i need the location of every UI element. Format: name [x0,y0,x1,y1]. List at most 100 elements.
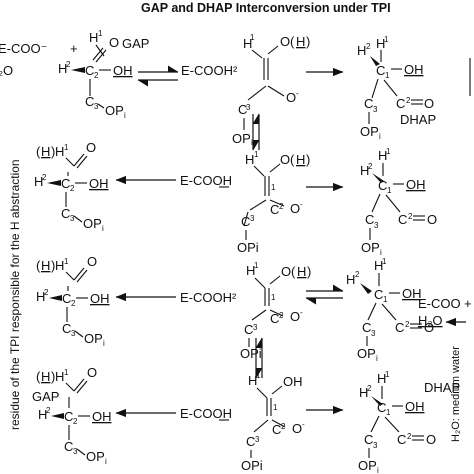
sub-2: 2 [368,162,373,171]
sub-1: 1 [254,261,259,270]
sub-2: 2 [405,320,410,329]
atom-o: O [109,35,119,50]
atom-h: H [245,152,254,167]
sub-2: 2 [94,71,99,80]
atom-opi: OP [361,240,380,255]
atom-oh: OH [90,291,110,306]
atom-h: H [55,369,64,384]
atom-oh: O [280,152,290,167]
atom-c: C [85,63,94,78]
sub-i: i [379,132,381,141]
sub-1: 1 [386,408,391,417]
sub-1: 1 [64,368,69,377]
sub-2: 2 [408,212,413,221]
sub-3: 3 [373,441,378,450]
sub-2: 2 [279,202,284,211]
sub-3: 3 [371,329,376,338]
water-fragment: ₂O [0,63,13,78]
sub-2: 2 [367,384,372,393]
row3-enediol: H 1 O ( H ) 1 C 2 O - C 3 OPi [240,261,311,361]
sub-1: 1 [383,295,388,304]
atom-opi: OPi [237,240,259,255]
sub-2: 2 [44,288,49,297]
atom-c: C [362,320,371,335]
atom-h: H [243,36,252,51]
atom-c: C [62,291,71,306]
atom-h: H [378,148,387,163]
atom-o: O [86,140,96,155]
plus-sign: + [464,296,472,311]
atom-oh: OH [92,409,112,424]
atom-c: C [272,422,281,437]
atom-c: C [270,311,279,326]
atom-h-underlined: H [297,264,306,279]
atom-o: O [424,96,434,111]
row2-enediol: H 1 O ( H ) 1 C 2 O - C 3 OPi [237,150,310,255]
sub-1: 1 [384,35,389,44]
row3-gap: ( H ) H 1 O H 2 C 2 OH C 3 OP i [36,254,110,348]
atom-c: C [365,212,374,227]
sub-2: 2 [66,60,71,69]
atom-o-minus: O [290,201,300,216]
atom-c: C [376,63,385,78]
atom-o: O [87,365,97,380]
row3-dhap: H 2 H 1 C 1 OH C 3 C 2 O OP i [346,257,434,363]
row1-enediol: E-COOH² H 1 O ( H ) O - C 3 OP i [181,33,310,147]
atom-h: H [89,30,98,45]
sub-1: 1 [386,147,391,156]
sub-minus: - [300,200,303,209]
bracket-close: ) [307,264,311,279]
atom-c: C [395,320,404,335]
atom-h: H [55,144,64,159]
sub-3: 3 [73,447,78,456]
sub-2: 2 [406,96,411,105]
sub-1: 1 [256,371,261,380]
atom-o-minus: O [290,309,300,324]
sub-2: 2 [407,432,412,441]
atom-op: OP [84,331,103,346]
bracket-close: ) [51,258,55,273]
atom-h: H [246,263,255,278]
atom-c: C [246,434,255,449]
row1-gap-start: E-COO⁻ + ₂O H 1 O GAP H 2 C 2 OH C 3 OP … [0,29,149,120]
sub-i: i [251,138,253,147]
atom-h: H [38,407,47,422]
atom-h: H [58,61,67,76]
atom-h-underlined: H [296,34,305,49]
sub-i: i [105,457,107,466]
sub-i: i [124,111,126,120]
atom-oh: OH [406,177,426,192]
atom-o: O [87,254,97,269]
dhap-label: DHAP [424,380,460,395]
atom-h: H [55,258,64,273]
sub-1: 1 [385,71,390,80]
atom-oh: OH [404,62,424,77]
water-label: H₂O [418,313,443,328]
atom-oh: OH [405,399,425,414]
sub-minus: - [300,308,303,317]
sub-1: 1 [385,370,390,379]
atom-o: O [427,212,437,227]
e-cooh-label: E-COOH [180,173,232,188]
atom-h-underlined: H [41,144,50,159]
atom-h: H [357,43,366,58]
atom-c: C [364,96,373,111]
e-coo-label: E-COO [418,296,461,311]
sub-1: 1 [382,257,387,266]
sub-2: 2 [366,42,371,51]
atom-c: C [374,287,383,302]
sub-i: i [102,224,104,233]
atom-op: OP [86,449,105,464]
row2-gap: ( H ) H 1 O H 2 C 2 OH C 3 OP i [34,140,109,233]
bracket-close: ) [51,144,55,159]
atom-op: OP [105,103,124,118]
sub-i: i [103,339,105,348]
sub-2: 2 [70,184,75,193]
atom-h-underlined: H [296,152,305,167]
sub-i: i [380,248,382,257]
sub-1: 1 [98,29,103,38]
right-side-label: H₂O: medium water [450,346,462,442]
atom-c: C [378,178,387,193]
sub-i: i [376,354,378,363]
atom-opi: OP [232,131,251,146]
